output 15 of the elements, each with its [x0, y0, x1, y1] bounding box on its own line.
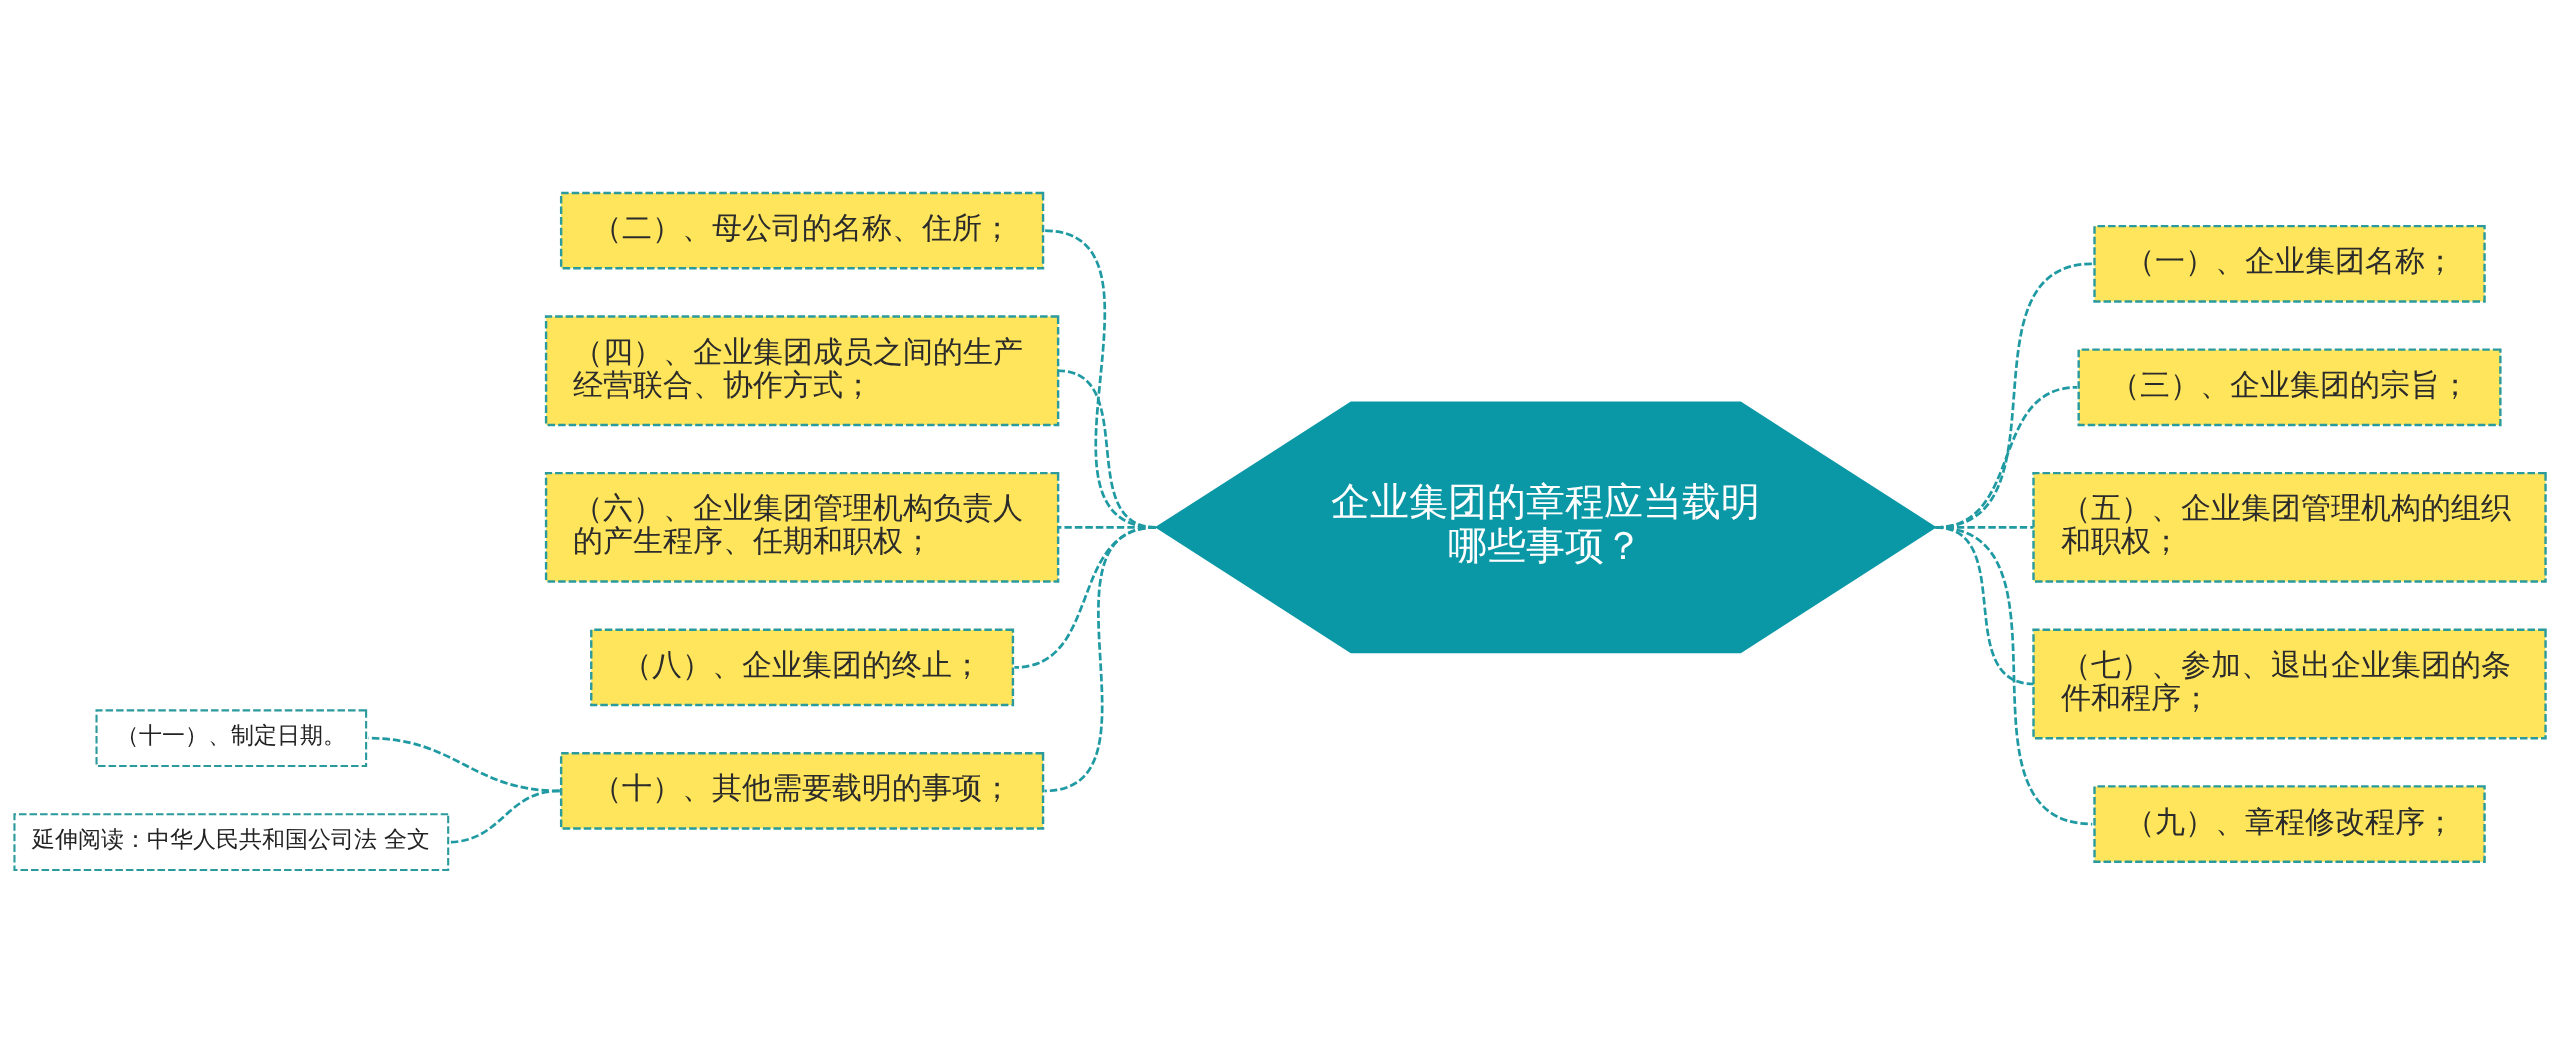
node-box: （六）、企业集团管理机构负责人的产生程序、任期和职权；	[544, 471, 1060, 583]
node-box: （五）、企业集团管理机构的组织和职权；	[2032, 471, 2547, 583]
connector	[1935, 525, 2093, 825]
node-box: （一）、企业集团名称；	[2093, 224, 2486, 303]
connector	[448, 789, 560, 843]
connector	[1044, 525, 1157, 792]
node-box: （十一）、制定日期。	[95, 708, 368, 767]
node-box: （四）、企业集团成员之间的生产经营联合、协作方式；	[544, 314, 1060, 426]
node-box: 延伸阅读：中华人民共和国公司法 全文	[13, 812, 450, 871]
node-box: （二）、母公司的名称、住所；	[559, 191, 1045, 270]
node-box: （十）、其他需要载明的事项；	[559, 751, 1045, 830]
node-box: （八）、企业集团的终止；	[590, 628, 1015, 706]
node-box: （三）、企业集团的宗旨；	[2077, 347, 2502, 426]
node-box: （九）、章程修改程序；	[2093, 784, 2486, 863]
node-box: （七）、参加、退出企业集团的条件和程序；	[2032, 628, 2547, 739]
